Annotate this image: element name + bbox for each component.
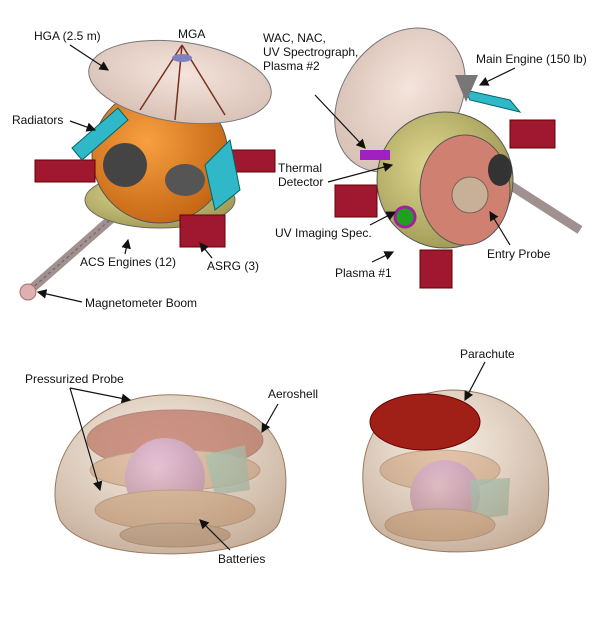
asrg-unit [509,119,556,149]
label-uv-imaging-spec: UV Imaging Spec. [275,226,372,240]
label-thermal-detector-line-1: Thermal [278,161,322,175]
spacecraft-view-2: WAC, NAC, UV Spectrograph, Plasma #2 Mai… [263,27,587,289]
label-thermal-detector: Thermal Detector [278,161,325,189]
label-instruments: WAC, NAC, UV Spectrograph, Plasma #2 [263,31,362,73]
label-radiators: Radiators [12,113,63,127]
label-main-engine: Main Engine (150 lb) [476,52,587,66]
label-pressurized-probe: Pressurized Probe [25,372,124,386]
probe-view-2: Parachute [362,347,550,553]
asrg-unit [34,159,96,183]
asrg-unit [229,149,276,173]
probe-view-1: Pressurized Probe Aeroshell Batteries [25,372,318,566]
label-entry-probe: Entry Probe [487,247,551,261]
label-asrg: ASRG (3) [207,259,259,273]
label-aeroshell: Aeroshell [268,387,318,401]
asrg-unit [334,184,378,218]
label-instruments-line-1: WAC, NAC, [263,31,326,45]
label-thermal-detector-line-2: Detector [278,175,323,189]
label-magnetometer-boom: Magnetometer Boom [85,296,197,310]
hga-dish [88,39,272,125]
asrg-unit [419,249,453,289]
label-acs-engines: ACS Engines (12) [80,255,176,269]
radiator-panel [204,138,241,211]
spacecraft-view-1: HGA (2.5 m) MGA Radiators ACS Engines (1… [12,27,276,310]
label-mga: MGA [178,27,205,41]
magnetometer-boom-tip [19,283,37,301]
asrg-unit [179,214,226,248]
radiator-panel [71,107,129,161]
label-parachute: Parachute [460,347,515,361]
label-hga: HGA (2.5 m) [34,29,101,43]
label-batteries: Batteries [218,552,265,566]
aeroshell [54,394,287,555]
label-instruments-line-2: UV Spectrograph, [263,45,358,59]
parachute [369,393,481,451]
label-plasma-1: Plasma #1 [335,266,392,280]
entry-probe [451,176,489,214]
label-instruments-line-3: Plasma #2 [263,59,320,73]
